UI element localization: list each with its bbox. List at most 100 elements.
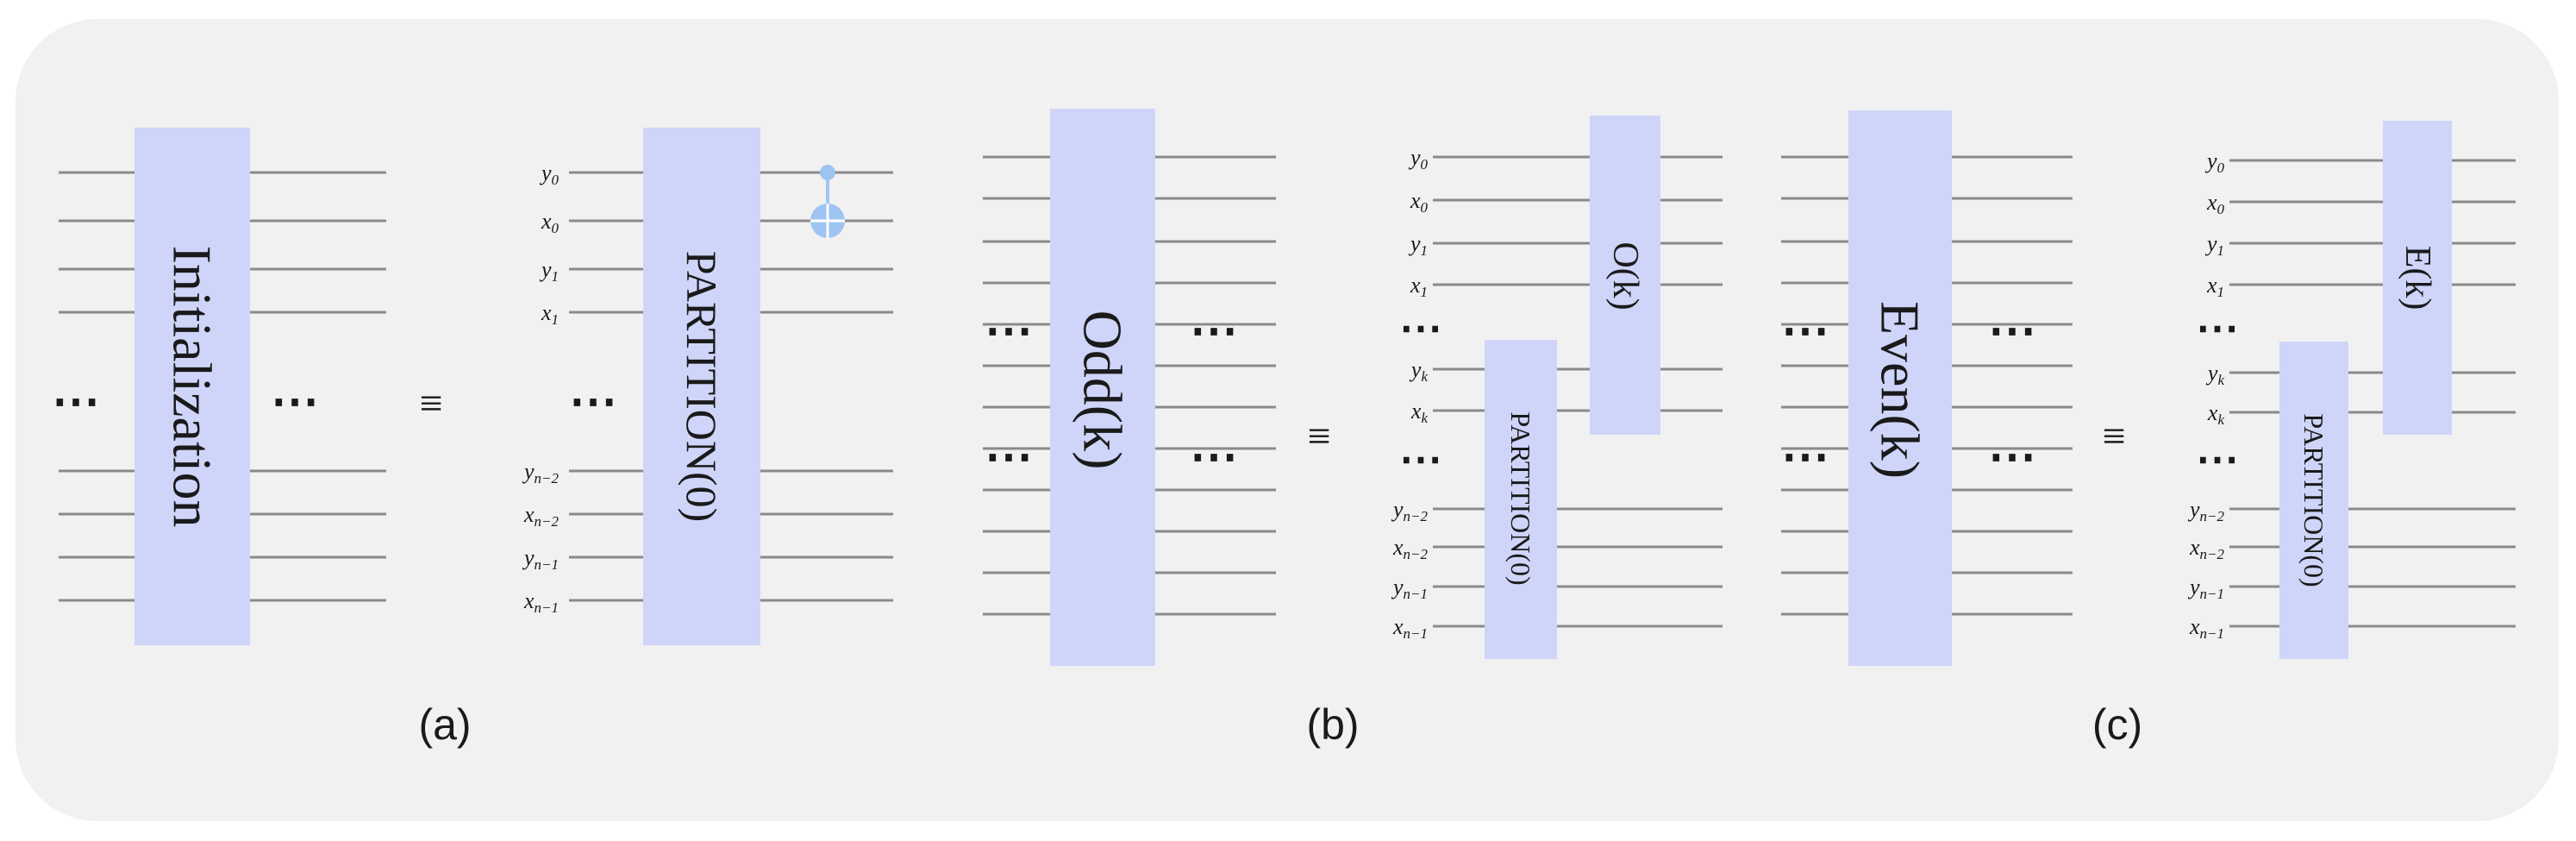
ellipsis-icon: ⋯ xyxy=(1399,304,1442,352)
wire-label-variable: y xyxy=(522,459,535,484)
wire-label-variable: y xyxy=(1408,145,1421,170)
wire-label-subscript: n−1 xyxy=(2200,586,2224,602)
wire-label-variable: y xyxy=(2187,497,2200,522)
wire-label: x0 xyxy=(2206,190,2225,217)
wire-label-subscript: k xyxy=(2217,411,2224,428)
wire-label-subscript: n−2 xyxy=(2200,508,2225,524)
wire-label: x1 xyxy=(541,300,559,328)
texts: Initialization⋯⋯≡y0x0y1x1yn−2xn−2yn−1xn−… xyxy=(52,145,2437,750)
wire-label-subscript: 0 xyxy=(2217,201,2225,217)
wire-label-subscript: n−1 xyxy=(1404,586,1428,602)
caption-a: (a) xyxy=(418,700,471,749)
background-panel xyxy=(16,19,2559,821)
ellipsis-icon: ⋯ xyxy=(2196,435,2239,483)
wire-label-variable: x xyxy=(1392,535,1404,560)
wire-label-subscript: n−1 xyxy=(535,599,559,616)
wire-label-variable: x xyxy=(541,209,552,234)
wire-label-subscript: 1 xyxy=(2217,284,2225,300)
even-gate xyxy=(1848,110,1952,666)
ellipsis-icon: ⋯ xyxy=(1781,430,1829,484)
wire-label-subscript: n−1 xyxy=(2200,625,2224,642)
wire-label-subscript: n−2 xyxy=(1404,508,1429,524)
wire-label-subscript: n−2 xyxy=(535,470,560,486)
wire-label: x0 xyxy=(541,209,560,236)
ellipsis-icon: ⋯ xyxy=(1190,304,1238,358)
wire-label-variable: y xyxy=(1409,357,1422,382)
gates xyxy=(134,109,2452,666)
wire-label-subscript: 1 xyxy=(552,268,560,285)
wire-label: yn−2 xyxy=(522,459,560,486)
wire-label-subscript: 0 xyxy=(552,172,560,188)
ellipsis-icon: ⋯ xyxy=(1988,430,2036,484)
wire-label-variable: x xyxy=(2207,400,2218,425)
wire-label: x1 xyxy=(1410,273,1428,300)
wire-label-variable: x xyxy=(1410,273,1421,298)
wire-label: yn−1 xyxy=(1391,574,1428,602)
o-k-gate-label: O(k) xyxy=(1605,242,1645,310)
wire-label: xn−2 xyxy=(1392,535,1429,562)
wire-label-variable: x xyxy=(1410,188,1421,213)
wire-label-variable: x xyxy=(1392,614,1404,639)
odd-gate-label: Odd(k) xyxy=(1072,311,1134,470)
wire-label-variable: y xyxy=(2204,148,2217,173)
wire-label-subscript: 0 xyxy=(2217,160,2225,176)
wire-label: xk xyxy=(1410,399,1429,426)
wire-label: yn−1 xyxy=(2187,574,2224,602)
wire-label-subscript: 1 xyxy=(552,311,560,328)
initialization-gate xyxy=(134,128,250,645)
ellipsis-icon: ⋯ xyxy=(985,430,1033,484)
wire-label-variable: y xyxy=(539,257,552,282)
partition-gate xyxy=(643,128,760,645)
wire-label: xk xyxy=(2207,400,2225,428)
wire-label: yn−1 xyxy=(522,545,559,573)
wire-label: x1 xyxy=(2206,273,2224,300)
wire-label: y0 xyxy=(2204,148,2225,176)
wire-label: yk xyxy=(2205,361,2225,388)
ellipsis-icon: ⋯ xyxy=(1781,304,1829,358)
wire-label-variable: x xyxy=(541,300,552,325)
wire-label-variable: y xyxy=(2205,361,2218,386)
wire-label-variable: x xyxy=(2206,273,2217,298)
even-gate-label: Even(k) xyxy=(1870,301,1931,479)
wire-label: xn−2 xyxy=(523,502,560,530)
wire-label: y1 xyxy=(1408,231,1428,259)
wire-label: xn−1 xyxy=(1392,614,1428,642)
partition-gate xyxy=(1485,340,1557,659)
wire-label-subscript: n−2 xyxy=(2200,546,2225,562)
partition-gate-label: PARTITION(0) xyxy=(2298,413,2329,587)
wire-label: y1 xyxy=(539,257,559,285)
wire-label-variable: x xyxy=(2206,190,2217,215)
ellipsis-icon: ⋯ xyxy=(1190,430,1238,484)
wire-label: xn−1 xyxy=(523,588,559,616)
wire-label-variable: y xyxy=(1391,574,1404,599)
wire-label-variable: y xyxy=(522,545,535,570)
wires xyxy=(59,155,2516,628)
partition-gate-label: PARTITION(0) xyxy=(678,251,726,523)
equivalence-icon: ≡ xyxy=(419,381,442,427)
caption-c: (c) xyxy=(2092,700,2142,749)
equivalence-icon: ≡ xyxy=(1307,414,1330,460)
wire-label-subscript: n−2 xyxy=(1404,546,1429,562)
ellipsis-icon: ⋯ xyxy=(985,304,1033,358)
wire-label-subscript: k xyxy=(2217,372,2224,388)
initialization-gate-label: Initialization xyxy=(162,246,223,528)
wire-label-subscript: k xyxy=(1421,410,1428,426)
wire-label-variable: y xyxy=(2187,574,2200,599)
wire-label: x0 xyxy=(1410,188,1429,216)
ellipsis-icon: ⋯ xyxy=(52,375,100,429)
wire-label-subscript: n−1 xyxy=(535,556,559,573)
wire-label-subscript: n−2 xyxy=(535,513,560,530)
wire-label-variable: y xyxy=(539,160,552,185)
wire-label-subscript: 1 xyxy=(1421,284,1429,300)
wire-label-variable: y xyxy=(1391,497,1404,522)
ellipsis-icon: ⋯ xyxy=(271,375,319,429)
wire-label-subscript: 1 xyxy=(1421,242,1429,259)
wire-label-variable: x xyxy=(2189,535,2200,560)
odd-gate xyxy=(1050,109,1155,666)
wire-label-variable: x xyxy=(523,588,535,613)
ellipsis-icon: ⋯ xyxy=(2196,304,2239,352)
control-dot-icon xyxy=(820,165,835,180)
o-k-gate xyxy=(1590,116,1660,435)
wire-label: y1 xyxy=(2204,231,2224,259)
wire-label-subscript: 1 xyxy=(2217,242,2225,259)
